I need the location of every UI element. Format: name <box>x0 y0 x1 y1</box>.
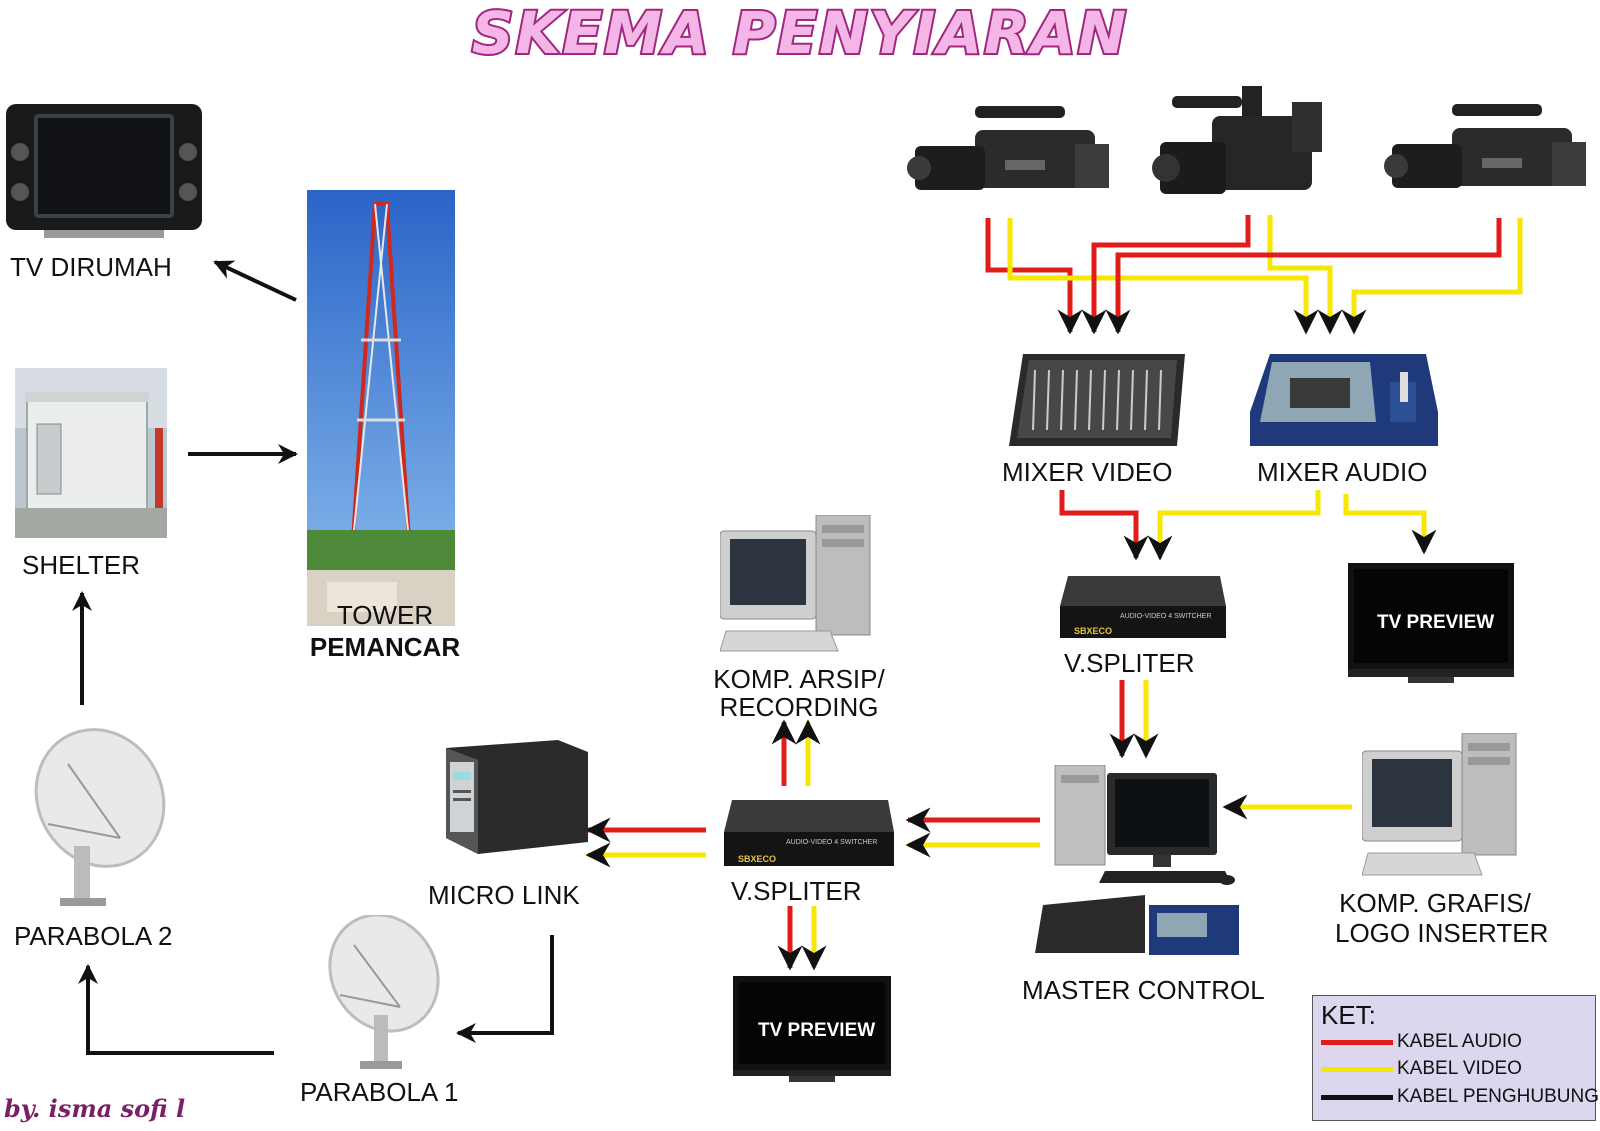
tv-preview-bottom-label: TV PREVIEW <box>758 1020 876 1041</box>
shelter-icon <box>15 368 167 538</box>
wire-audio <box>985 218 1083 335</box>
author-credit: by. isma sofi l <box>4 1094 186 1123</box>
parabola-2-label: PARABOLA 2 <box>14 921 173 951</box>
micro-link-rack-icon <box>446 740 588 854</box>
legend-item-video: KABEL VIDEO <box>1313 1056 1597 1082</box>
wire-video <box>1007 218 1319 335</box>
komp-grafis-label-line1: KOMP. GRAFIS/ <box>1339 888 1531 918</box>
master-to-spliter-wires <box>905 794 1352 858</box>
parabola-1-label: PARABOLA 1 <box>300 1077 459 1107</box>
tower-label-line2: PEMANCAR <box>309 632 461 662</box>
wire-penghubung <box>78 964 274 1055</box>
mixer-console-icon <box>1250 354 1438 446</box>
legend-heading: KET: <box>1321 1000 1376 1030</box>
television-icon <box>733 976 891 1082</box>
legend-label: KABEL AUDIO <box>1397 1031 1522 1052</box>
wire-penghubung <box>213 260 297 302</box>
wire-audio <box>1059 490 1149 561</box>
penghubung-wires <box>72 260 554 1055</box>
splitter-model-text: AUDIO-VIDEO 4 SWITCHER <box>786 839 877 846</box>
micro-link-label: MICRO LINK <box>428 880 580 910</box>
mixer-audio-label: MIXER AUDIO <box>1257 457 1428 487</box>
television-icon <box>1348 563 1514 683</box>
desktop-computer-icon <box>720 515 871 652</box>
legend-swatch <box>1321 1040 1393 1045</box>
legend-label: KABEL VIDEO <box>1397 1058 1522 1079</box>
legend-swatch <box>1321 1095 1393 1100</box>
v-spliter-bottom-label: V.SPLITER <box>731 876 862 906</box>
legend-swatch <box>1321 1067 1393 1072</box>
wire-audio <box>1081 215 1251 335</box>
shelter-label: SHELTER <box>22 550 140 580</box>
wire-audio <box>1105 218 1502 335</box>
komp-arsip-label-line1: KOMP. ARSIP/ <box>713 664 885 694</box>
komp-grafis-label-line2: LOGO INSERTER <box>1335 918 1549 948</box>
tower-label-line1: TOWER <box>336 600 434 630</box>
transmitter-tower-icon <box>307 190 455 626</box>
spliter-outputs-wires <box>585 719 827 971</box>
av-switcher-icon: SBXECO AUDIO-VIDEO 4 SWITCHER <box>1060 576 1226 638</box>
mixer-to-spliter-wires <box>1059 490 1437 561</box>
satellite-dish-icon <box>328 915 440 1069</box>
camcorder-icon <box>907 106 1109 190</box>
tv-preview-right-label: TV PREVIEW <box>1377 612 1495 633</box>
desktop-computer-icon <box>1035 765 1239 955</box>
mixer-video-label: MIXER VIDEO <box>1002 457 1173 487</box>
camcorder-icon <box>1152 86 1322 194</box>
satellite-dish-icon <box>34 728 166 906</box>
legend-item-audio: KABEL AUDIO <box>1313 1029 1597 1055</box>
tv-dirumah-label: TV DIRUMAH <box>10 252 172 282</box>
wire-penghubung <box>456 935 554 1043</box>
camcorder-icon <box>1384 104 1586 188</box>
television-icon <box>6 104 202 238</box>
splitter-brand-text: SBXECO <box>1074 626 1112 636</box>
wire-video <box>1343 494 1437 555</box>
mixer-console-icon <box>1009 354 1185 446</box>
v-spliter-top-label: V.SPLITER <box>1064 648 1195 678</box>
legend-item-penghubung: KABEL PENGHUBUNG <box>1313 1084 1600 1110</box>
master-control-label: MASTER CONTROL <box>1022 975 1265 1005</box>
camera-to-mixer-wires <box>985 215 1523 335</box>
wire-video <box>1147 490 1321 561</box>
komp-arsip-label-line2: RECORDING <box>719 692 879 722</box>
splitter-model-text: AUDIO-VIDEO 4 SWITCHER <box>1120 613 1211 620</box>
spliter-to-master-wires <box>1109 680 1159 759</box>
legend: KET: KABEL AUDIO KABEL VIDEO KABEL PENGH… <box>1312 995 1600 1121</box>
legend-label: KABEL PENGHUBUNG <box>1397 1086 1600 1107</box>
page-title: SKEMA PENYIARAN <box>470 0 1129 68</box>
desktop-computer-icon <box>1362 733 1517 876</box>
splitter-brand-text: SBXECO <box>738 854 776 864</box>
av-switcher-icon: SBXECO AUDIO-VIDEO 4 SWITCHER <box>724 800 894 866</box>
wire-video <box>1267 215 1343 335</box>
wire-video <box>1341 218 1523 335</box>
